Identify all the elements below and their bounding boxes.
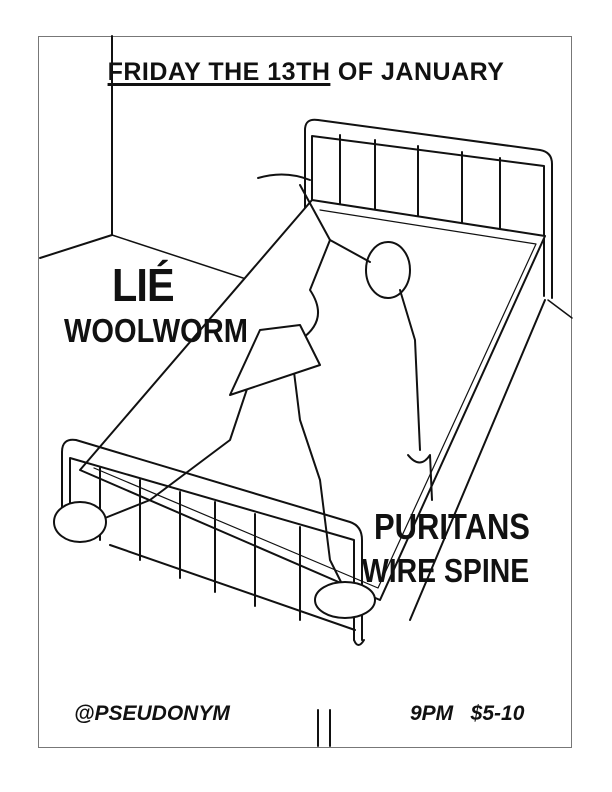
event-date-underlined: FRIDAY THE 13TH xyxy=(107,58,331,86)
band-woolworm: WOOLWORM xyxy=(64,312,248,349)
event-date: FRIDAY THE 13TH OF JANUARY xyxy=(0,58,612,87)
time-price: 9PM $5-10 xyxy=(410,702,525,725)
poster-border xyxy=(38,36,572,748)
band-lie: LIÉ xyxy=(112,259,175,311)
band-wire-spine: WIRE SPINE xyxy=(362,552,530,589)
venue: @PSEUDONYM xyxy=(74,702,230,725)
event-date-rest: OF JANUARY xyxy=(330,58,505,86)
band-puritans: PURITANS xyxy=(374,506,530,547)
